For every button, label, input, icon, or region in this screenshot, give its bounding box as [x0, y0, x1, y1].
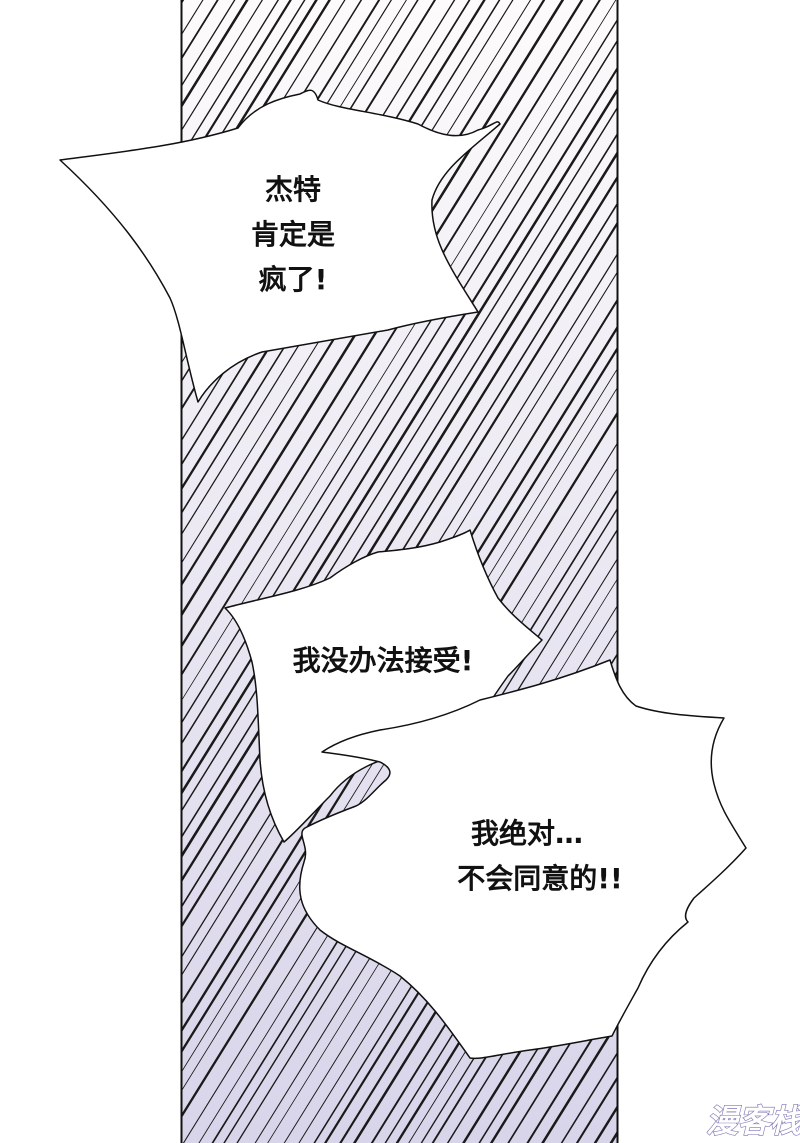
bubble-2-line-1: 我没办法接受!	[293, 644, 474, 677]
speed-line	[211, 487, 618, 1143]
bubble-1-text: 杰特 肯定是 疯了!	[251, 173, 335, 296]
speed-line	[0, 0, 32, 1143]
speech-bubble-3	[298, 659, 747, 1060]
bubble-3-text: 我绝对… 不会同意的!!	[457, 817, 623, 895]
bubble-1-line-2: 肯定是	[251, 218, 335, 251]
speed-line	[182, 441, 618, 1143]
speed-line	[628, 0, 800, 1143]
speed-line	[223, 506, 618, 1143]
bubble-3-line-1: 我绝对…	[471, 817, 583, 850]
bubble-1-line-3: 疯了!	[259, 263, 328, 296]
speech-bubble-1	[59, 89, 501, 403]
speed-line	[0, 0, 60, 1143]
speed-line	[181, 65, 618, 775]
speed-line	[643, 0, 800, 1143]
speed-line	[0, 0, 5, 1143]
bubble-2-text: 我没办法接受!	[293, 644, 474, 677]
speed-line	[198, 466, 618, 1143]
speed-line	[181, 0, 564, 619]
speed-line	[0, 0, 44, 1143]
speed-line	[181, 86, 618, 797]
speech-bubble-2	[224, 529, 543, 843]
speed-line	[236, 527, 618, 1143]
speed-line	[181, 0, 617, 703]
watermark-logo: 漫客栈	[706, 1102, 800, 1140]
speed-line	[0, 0, 17, 1143]
speed-line	[181, 385, 618, 1093]
speed-line	[181, 17, 618, 726]
speed-line	[663, 0, 800, 1143]
bubble-3-line-2: 不会同意的!!	[457, 862, 623, 895]
speed-line	[181, 38, 618, 746]
speed-line	[0, 0, 74, 1143]
speed-line	[181, 366, 618, 1074]
speed-line	[181, 0, 584, 650]
speed-line	[181, 105, 618, 814]
speed-line	[181, 0, 601, 678]
speed-line	[181, 410, 618, 1120]
bubble-1-line-1: 杰特	[265, 173, 321, 206]
